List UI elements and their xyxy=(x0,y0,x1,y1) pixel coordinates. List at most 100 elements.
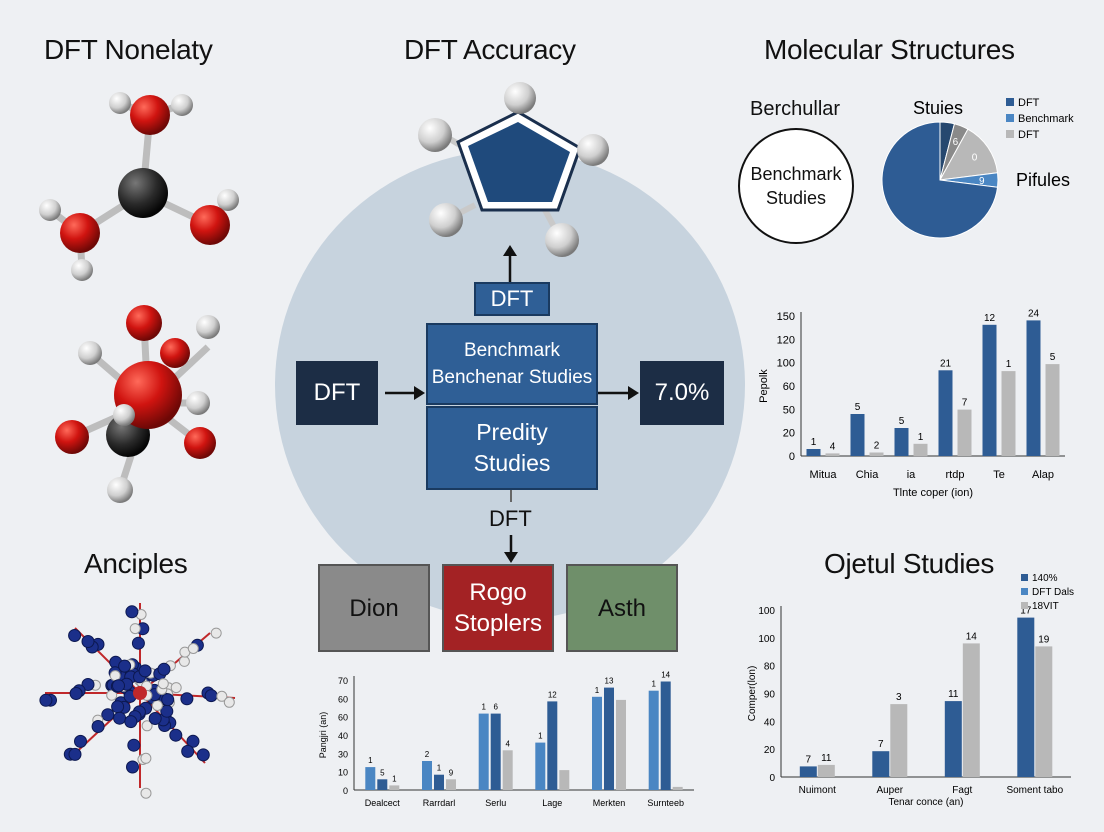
predict-studies-box: Predity Studies xyxy=(426,406,598,490)
y-tick-label: 80 xyxy=(764,662,776,673)
bar xyxy=(478,713,489,790)
bar-value-label: 4 xyxy=(505,739,510,748)
bar xyxy=(872,751,890,777)
pie-legend-swatch xyxy=(1006,130,1014,138)
bar-value-label: 12 xyxy=(548,690,557,699)
bar-value-label: 1 xyxy=(595,686,600,695)
bar xyxy=(616,699,626,790)
bar-value-label: 5 xyxy=(855,402,861,413)
bar xyxy=(1017,617,1035,777)
bar-value-label: 1 xyxy=(481,703,486,712)
title-top-center: DFT Accuracy xyxy=(404,34,576,65)
bar xyxy=(869,452,884,456)
y-tick-label: 30 xyxy=(338,749,348,759)
bar xyxy=(1045,364,1060,456)
bar xyxy=(377,779,388,790)
molecule-illustrations xyxy=(39,92,239,503)
x-tick-label: rtdp xyxy=(946,469,965,481)
pie-legend-label: DFT xyxy=(1018,97,1040,109)
x-tick-label: Te xyxy=(993,469,1005,481)
bottom-box-line: Asth xyxy=(597,594,647,622)
bar xyxy=(1026,320,1041,456)
bar-value-label: 21 xyxy=(940,358,952,369)
bottom-box-line: Stoplers xyxy=(453,610,543,637)
pie-slice xyxy=(881,121,999,239)
bar-value-label: 1 xyxy=(392,774,397,783)
x-tick-label: Chia xyxy=(856,469,880,481)
protein-structure-icon xyxy=(39,603,236,799)
y-tick-label: 100 xyxy=(758,606,775,617)
y-tick-label: 90 xyxy=(764,690,776,701)
bar-value-label: 12 xyxy=(984,313,996,324)
y-tick-label: 60 xyxy=(338,713,348,723)
bar-value-label: 24 xyxy=(1028,308,1040,319)
title-bottom-right: Ojetul Studies xyxy=(824,548,995,579)
legend-swatch xyxy=(1021,588,1028,595)
bar-value-label: 7 xyxy=(962,398,968,409)
bar xyxy=(604,687,614,790)
x-tick-label: Dealcect xyxy=(365,798,401,808)
bar xyxy=(817,764,835,777)
bar-value-label: 1 xyxy=(538,732,543,741)
benchmark-studies-box: Benchmark Benchenar Studies xyxy=(426,323,598,405)
bar xyxy=(422,761,432,790)
accuracy-value-box: 7.0% xyxy=(640,361,724,425)
bar-value-label: 13 xyxy=(605,677,614,686)
bar xyxy=(1001,371,1016,456)
bottom-box-line: Rogo xyxy=(469,579,527,606)
bar xyxy=(660,681,671,790)
bar-value-label: 1 xyxy=(1006,359,1012,370)
bar-value-label: 2 xyxy=(874,441,880,452)
bar xyxy=(825,453,840,456)
y-tick-label: 50 xyxy=(783,404,795,416)
bar xyxy=(850,414,865,456)
y-tick-label: 40 xyxy=(338,731,348,741)
bar-value-label: 11 xyxy=(821,753,832,764)
x-tick-label: Nuimont xyxy=(799,785,836,796)
y-tick-label: 60 xyxy=(338,694,348,704)
x-tick-label: Auper xyxy=(876,785,903,796)
bar-value-label: 19 xyxy=(1038,634,1050,645)
pie-slice xyxy=(939,128,999,181)
bar-value-label: 17 xyxy=(1020,606,1032,617)
bar-value-label: 2 xyxy=(425,750,430,759)
bottom-box-line: Dion xyxy=(349,594,399,622)
benchmark-line-1: Benchmark xyxy=(463,340,561,361)
pie-legend-label: Benchmark xyxy=(1018,113,1074,125)
circle-heading: Berchullar xyxy=(750,98,841,120)
legend-swatch xyxy=(1021,602,1028,609)
bar xyxy=(547,701,558,790)
circle-line-1: Benchmark xyxy=(750,164,842,184)
pie-legend-label: DFT xyxy=(1018,129,1040,141)
y-tick-label: 0 xyxy=(789,451,795,463)
bar xyxy=(502,750,513,790)
y-tick-label: 20 xyxy=(783,428,795,440)
y-tick-label: 60 xyxy=(783,381,795,393)
pie-side-label: Pifules xyxy=(1016,170,1070,190)
legend-label: 140% xyxy=(1032,573,1058,584)
x-tick-label: Merkten xyxy=(593,798,626,808)
bar-value-label: 14 xyxy=(661,671,670,680)
x-tick-label: Mitua xyxy=(810,469,838,481)
title-bottom-left: Anciples xyxy=(84,548,188,579)
x-tick-label: Lage xyxy=(542,798,562,808)
bar xyxy=(559,770,570,790)
y-tick-label: 120 xyxy=(777,334,795,346)
bar-value-label: 7 xyxy=(806,754,812,765)
pie-slice-label: 9 xyxy=(979,176,985,187)
y-axis-label: Comper(lon) xyxy=(747,666,758,722)
x-tick-label: Rarrdarl xyxy=(423,798,456,808)
bar xyxy=(799,766,817,777)
bar-value-label: 3 xyxy=(896,692,902,703)
flow-left-dft-box: DFT xyxy=(296,361,378,425)
pie-slice-label: 0 xyxy=(972,153,978,164)
title-top-right: Molecular Structures xyxy=(764,34,1015,65)
y-tick-label: 100 xyxy=(777,358,795,370)
x-tick-label: Serlu xyxy=(485,798,506,808)
legend-label: 18VIT xyxy=(1032,601,1059,612)
flow-arrows xyxy=(385,245,639,563)
bar xyxy=(913,443,928,457)
bar xyxy=(490,713,501,790)
